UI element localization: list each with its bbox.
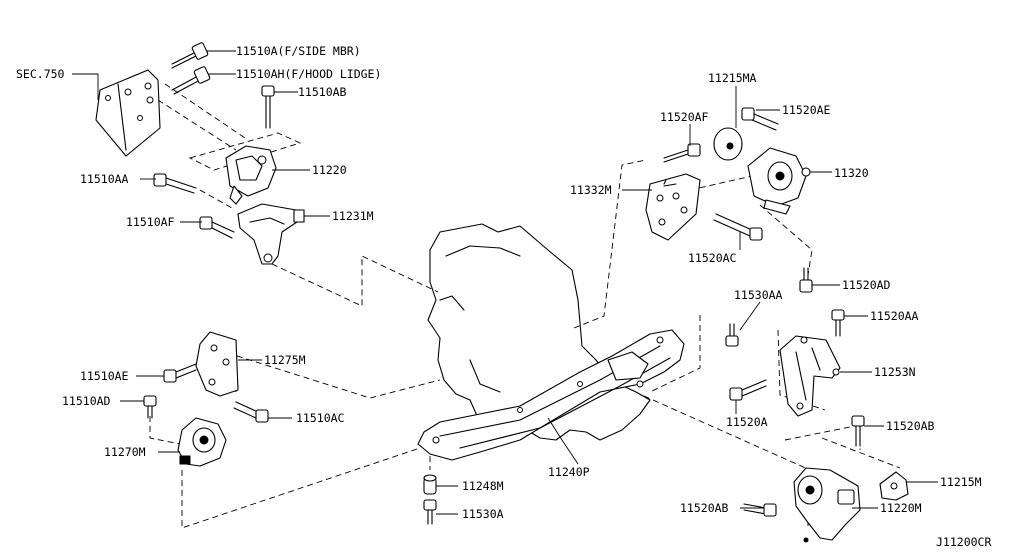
label-11510ab: 11510AB [298,85,347,99]
label-11520ad: 11520AD [842,278,891,292]
label-11231m: 11231M [332,209,374,223]
bolt-11510ab [261,85,275,129]
mount-11220 [225,145,277,205]
bolt-11510af [199,216,235,239]
label-11220m: 11220M [880,501,922,515]
label-11220: 11220 [312,163,347,177]
washer-11215ma [713,127,743,161]
bolt-11510ae [163,363,197,383]
label-11530aa: 11530AA [734,288,783,302]
label-11510ac: 11510AC [296,411,345,425]
label-11215ma: 11215MA [708,71,757,85]
bolt-11520ab-bottom [743,503,777,517]
bolt-11510a [171,42,209,69]
label-11530a: 11530A [462,507,504,521]
label-11520a: 11520A [726,415,768,429]
spacer-11248m [423,474,437,495]
bolt-11510ac [233,401,269,423]
label-11510a: 11510A(F/SIDE MBR) [236,44,361,58]
bolt-11510ah [171,66,211,95]
sec750-bracket [95,69,161,157]
bolt-11530a [423,499,437,525]
label-11253n: 11253N [874,365,916,379]
label-11510aa: 11510AA [80,172,129,186]
label-11520ac: 11520AC [688,251,737,265]
label-11520ae: 11520AE [782,103,831,117]
bolt-11520af [663,143,701,163]
bolt-11520a [729,379,767,401]
label-11520af: 11520AF [660,110,709,124]
engine-outline [427,223,651,441]
mount-11220m [793,467,861,543]
leader-lines [72,50,938,515]
label-11520ab-bottom: 11520AB [680,501,729,515]
part-labels: SEC.750 11510A(F/SIDE MBR) 11510AH(F/HOO… [16,44,991,549]
label-11275m: 11275M [264,353,306,367]
assembly-lines [149,83,901,530]
bracket-11231m [237,203,305,265]
label-11510af: 11510AF [126,215,175,229]
bolt-11520aa [831,309,845,337]
label-11270m: 11270M [104,445,146,459]
mount-11270m [177,417,227,467]
bolt-11530aa [725,323,739,347]
bolt-11520ab-right [851,415,865,447]
diagram-code: J11200CR [936,535,991,549]
crossmember-11240p [417,329,685,461]
bracket-11332m [645,173,701,241]
bracket-11253n [779,335,841,417]
label-11248m: 11248M [462,479,504,493]
label-11332m: 11332M [570,183,612,197]
bracket-11215m [879,471,909,501]
label-11510ah: 11510AH(F/HOOD LIDGE) [236,67,381,81]
bolt-11520ad [799,267,813,293]
bracket-11275m [195,331,239,397]
label-11240p: 11240P [548,465,590,479]
label-11520ab-right: 11520AB [886,419,935,433]
label-11320: 11320 [834,166,869,180]
label-11215m: 11215M [940,475,982,489]
label-11510ae: 11510AE [80,369,129,383]
bolt-11510ad [143,395,157,419]
bolt-11520ae [741,107,779,131]
label-11510ad: 11510AD [62,394,111,408]
mount-11320 [747,147,811,215]
bolt-11520ac [713,213,763,241]
label-sec750: SEC.750 [16,67,65,81]
label-11520aa: 11520AA [870,309,919,323]
bolt-11510aa [153,173,197,194]
